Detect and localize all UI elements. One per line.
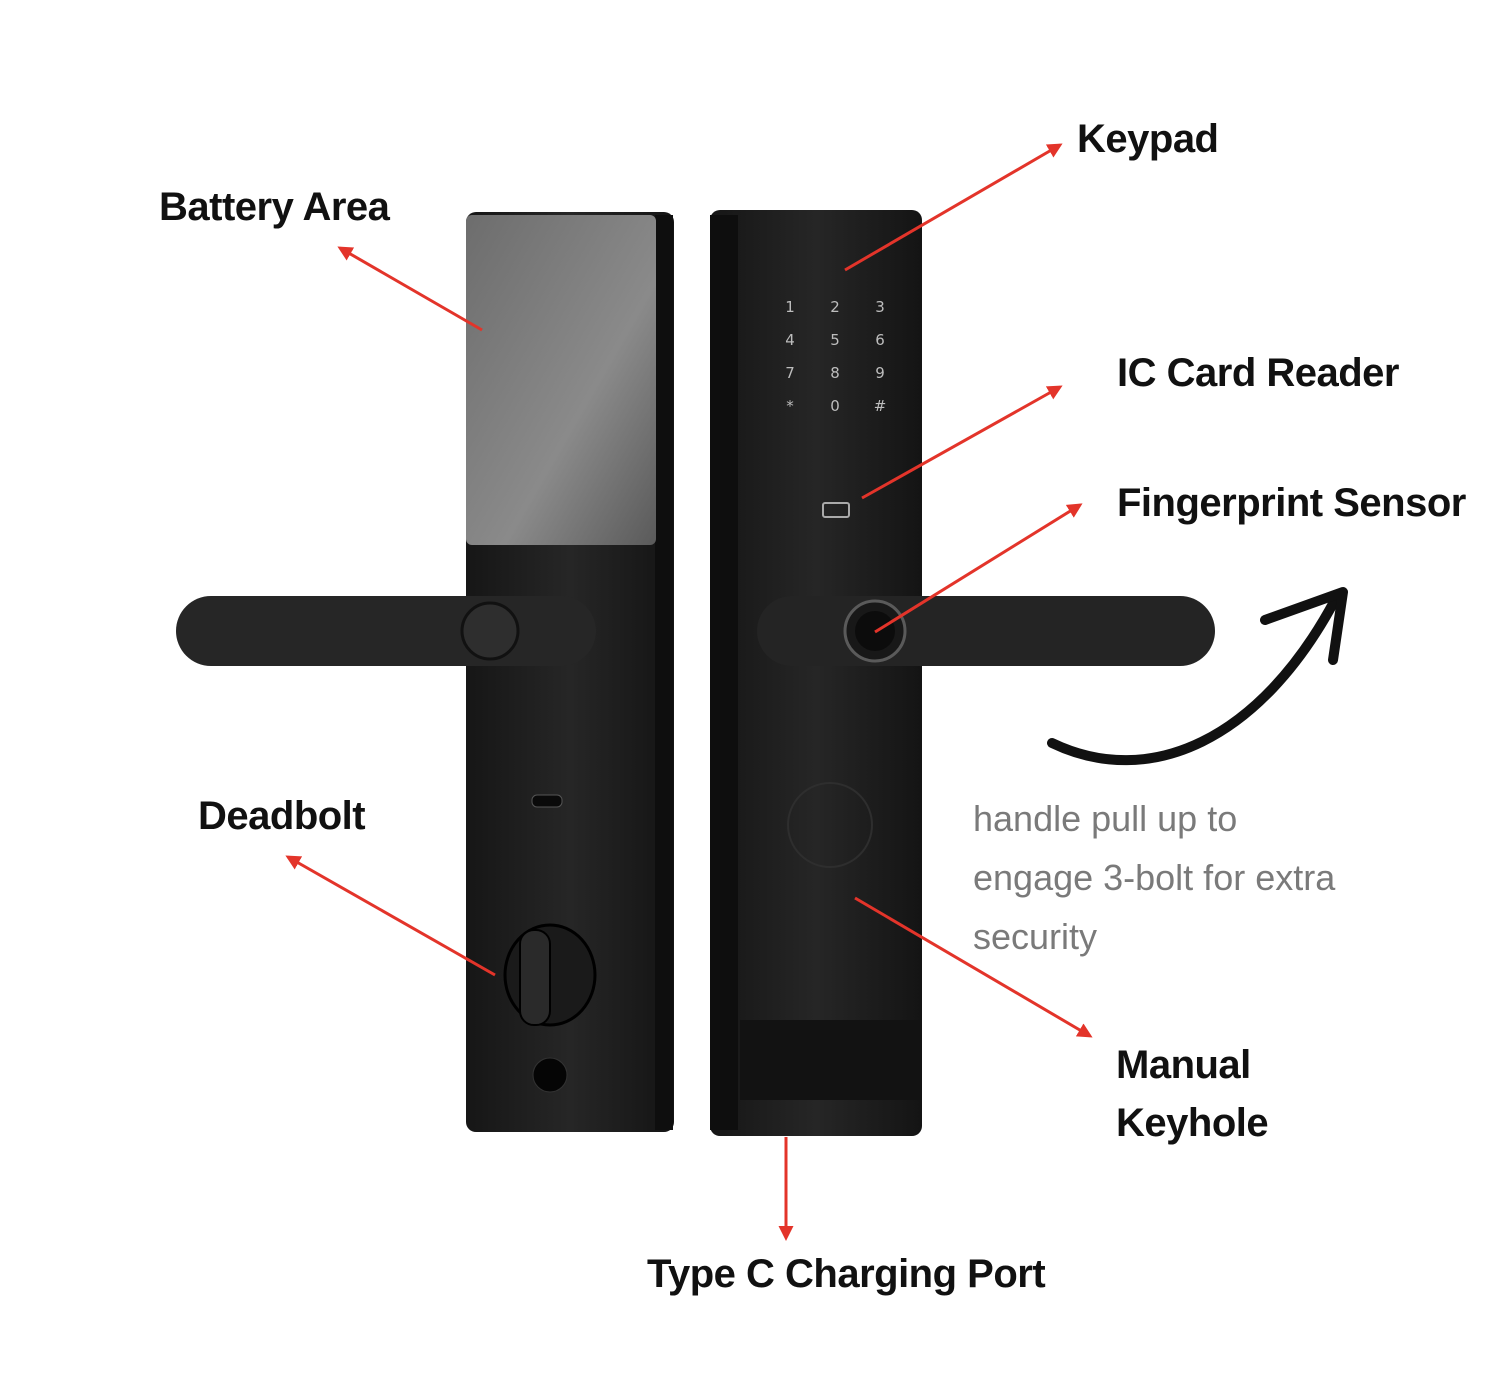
inside-handle-knob — [460, 601, 520, 661]
battery-area-arrow — [337, 246, 483, 332]
keypad-key: 1 — [785, 298, 795, 316]
handle-note-line1: handle pull up to — [973, 798, 1238, 839]
keypad-key: # — [874, 397, 887, 415]
keypad-key: 9 — [875, 364, 885, 382]
outside-front-plate — [710, 210, 922, 1136]
ic-card-icon — [822, 502, 850, 518]
battery-area-label: Battery Area — [159, 185, 390, 229]
latch-slot — [531, 794, 563, 808]
fingerprint-sensor-label: Fingerprint Sensor — [1117, 481, 1466, 525]
battery-cover — [466, 215, 656, 545]
inside-handle — [176, 596, 596, 666]
keypad-arrow — [844, 143, 1063, 272]
handle-note-line3: security — [973, 916, 1098, 957]
handle-note-line2: engage 3-bolt for extra — [973, 857, 1336, 898]
inside-lock-unit — [176, 212, 674, 1132]
deadbolt-arrow — [285, 855, 496, 977]
deadbolt-label: Deadbolt — [198, 794, 366, 838]
keypad-key: 4 — [785, 331, 795, 349]
pull-up-arrow-icon — [1047, 587, 1348, 766]
keypad-key: 0 — [830, 397, 840, 415]
keyhole-cover — [787, 782, 873, 868]
keypad-key: 5 — [830, 331, 840, 349]
ic-card-reader-arrow — [861, 385, 1063, 500]
handle-note: handle pull up to engage 3-bolt for extr… — [973, 789, 1335, 966]
keypad: 1 2 3 4 5 6 7 8 9 * 0 # — [785, 298, 886, 415]
keypad-label: Keypad — [1077, 117, 1219, 161]
manual-keyhole-label-line1: Manual — [1116, 1043, 1251, 1087]
keypad-key: 8 — [830, 364, 840, 382]
ic-card-reader-label: IC Card Reader — [1117, 351, 1399, 395]
keypad-key: * — [786, 397, 794, 415]
inside-keyhole — [532, 1057, 568, 1093]
manual-keyhole-arrow — [854, 896, 1093, 1038]
keypad-key: 2 — [830, 298, 840, 316]
keypad-key: 7 — [785, 364, 795, 382]
keypad-key: 3 — [875, 298, 885, 316]
outside-handle — [757, 596, 1215, 666]
keypad-key: 6 — [875, 331, 885, 349]
manual-keyhole-label-line2: Keyhole — [1116, 1101, 1269, 1145]
type-c-port-label: Type C Charging Port — [647, 1252, 1046, 1296]
fingerprint-sensor-arrow — [874, 503, 1083, 634]
